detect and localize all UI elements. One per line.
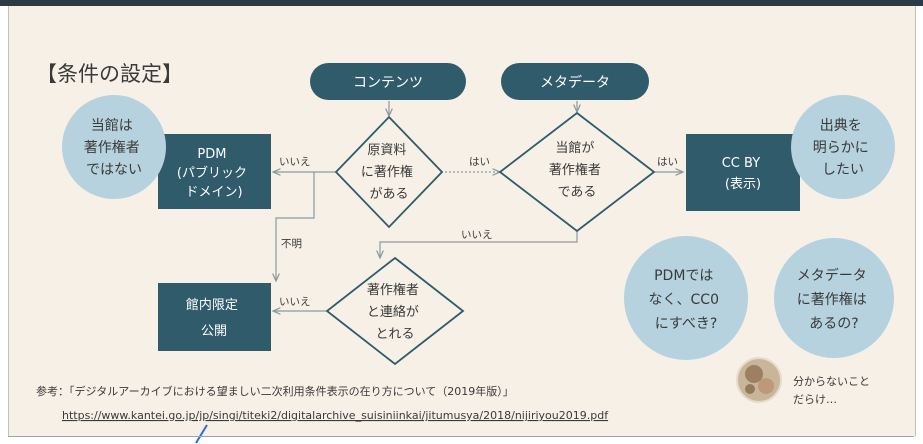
outcome-ccby-line1: CC BY [722,156,760,171]
edge-label-holder-no: いいえ [461,229,493,241]
bubble-not-holder-line2: 著作権者 [84,139,140,156]
decision-source-line3: がある [369,187,408,202]
decision-contact-line3: とれる [375,327,414,342]
pill-contents-label: コンテンツ [353,75,423,91]
edge-labels: いいえ はい はい いいえ 不明 いいえ [279,156,678,308]
decision-source-line1: 原資料 [367,143,406,158]
bubble-not-holder-line1: 当館は [91,117,133,134]
connectors [273,101,683,311]
outcome-pdm-line3: ドメイン) [185,185,242,200]
bubble-cc0: PDMでは なく、CC0 にすべき? [624,236,748,360]
decision-museum-holder: 当館が 著作権者 である [498,111,656,233]
svg-text:PDM (パブリック ドメイン): PDM (パブリック ドメイン) [177,147,251,200]
outcome-internal-line2: 公開 [201,324,227,339]
outcome-pdm: PDM (パブリック ドメイン) [158,134,271,209]
outcome-ccby: CC BY (表示) [686,134,800,211]
cursor-line [195,424,208,444]
pill-metadata: メタデータ [501,63,649,100]
edge-label-unknown: 不明 [281,238,302,250]
edge-label-source-yes: はい [469,156,490,168]
svg-text:当館は 著作権者 ではない: 当館は 著作権者 ではない [84,117,144,178]
decision-source-line2: に著作権 [361,164,413,180]
svg-text:メタデータ に著作権は あるの?: メタデータ に著作権は あるの? [797,267,871,332]
decision-contact-line2: と連絡が [367,304,419,320]
pill-contents: コンテンツ [310,63,466,100]
svg-text:原資料 に著作権 がある: 原資料 に著作権 がある [361,143,417,202]
bubble-metadata-line3: あるの? [809,316,858,332]
top-bar [0,0,923,6]
edge-label-pdm-no: いいえ [279,156,311,168]
decision-holder-line1: 当館が [555,141,594,156]
svg-text:PDMでは なく、CC0 にすべき?: PDMでは なく、CC0 にすべき? [649,268,724,332]
outcome-pdm-line1: PDM [197,147,226,162]
bubble-attribution-line1: 出典を [820,118,862,134]
avatar [736,357,782,403]
bubble-attribution-line2: 明らかに [813,140,869,156]
arrow-holder-no [380,230,578,258]
svg-text:出典を 明らかに したい: 出典を 明らかに したい [813,118,873,178]
bubble-attribution-line3: したい [822,162,864,178]
edge-label-holder-yes: はい [657,156,678,168]
reference-text: 参考：「デジタルアーカイブにおける望ましい二次利用条件表示の在り方について（20… [36,384,514,398]
bubble-cc0-line3: にすべき? [655,316,718,332]
svg-text:館内限定 公開: 館内限定 公開 [186,297,242,339]
decision-holder-line3: である [558,185,597,200]
outcome-pdm-line2: (パブリック [177,165,247,181]
slide-title: 【条件の設定】 [36,62,183,86]
decision-contact-line1: 著作権者 [367,282,419,298]
pill-metadata-label: メタデータ [540,74,610,91]
decision-source-copyright: 原資料 に著作権 がある [334,115,444,229]
outcome-internal: 館内限定 公開 [158,283,271,351]
edge-label-contact-no: いいえ [279,296,311,308]
avatar-caption-line2: だらけ… [793,393,837,406]
bubble-cc0-line2: なく、CC0 [649,292,719,308]
bottom-divider [8,436,914,437]
svg-text:当館が 著作権者 である: 当館が 著作権者 である [549,141,605,200]
avatar-caption-line1: 分からないこと [793,375,870,388]
bubble-metadata-question: メタデータ に著作権は あるの? [774,238,894,358]
bubble-metadata-line2: に著作権は [797,291,867,308]
bubble-attribution: 出典を 明らかに したい [791,95,895,199]
bubble-cc0-line1: PDMでは [654,268,713,284]
outcome-ccby-line2: (表示) [725,177,761,192]
bubble-not-holder: 当館は 著作権者 ではない [62,95,166,199]
outcome-internal-line1: 館内限定 [186,297,238,313]
bubble-not-holder-line3: ではない [86,162,142,178]
decision-contact-holder: 著作権者 と連絡が とれる [325,256,465,366]
bubble-metadata-line1: メタデータ [797,267,867,284]
avatar-caption: 分からないこと だらけ… [793,375,874,406]
decision-holder-line2: 著作権者 [549,162,601,178]
svg-text:著作権者 と連絡が とれる: 著作権者 と連絡が とれる [367,282,423,342]
reference-link[interactable]: https://www.kantei.go.jp/jp/singi/titeki… [62,409,609,422]
arrow-source-unknown [276,172,315,281]
svg-text:CC BY (表示): CC BY (表示) [722,156,765,192]
